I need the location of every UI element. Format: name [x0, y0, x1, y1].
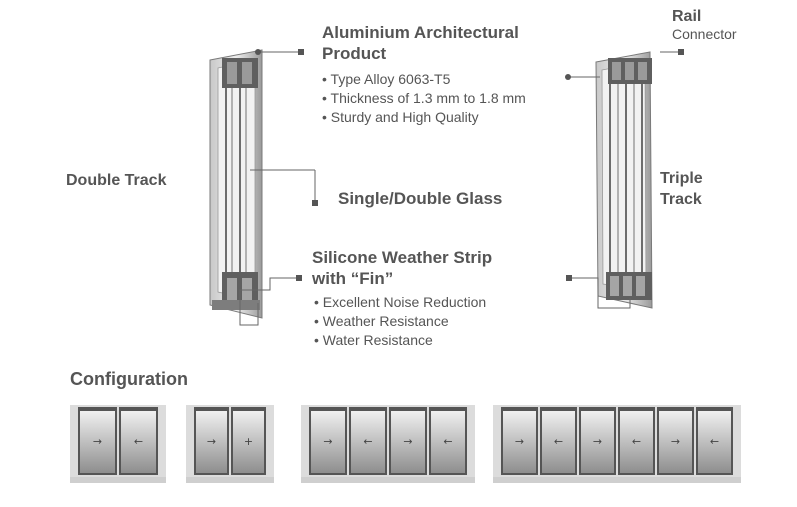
sliding-panel: →: [78, 407, 117, 475]
strip-bullet: • Excellent Noise Reduction: [314, 294, 487, 310]
panel-direction-mark: →: [206, 435, 217, 448]
weather-strip-title-line2: with “Fin”: [312, 269, 394, 288]
panel-direction-mark: ←: [443, 435, 453, 448]
triple-track-line2: Track: [660, 191, 702, 208]
triple-track-label: Triple Track: [660, 168, 703, 210]
configuration-heading: Configuration: [70, 369, 188, 389]
sliding-panel: →: [309, 407, 347, 475]
sliding-panel: ←: [429, 407, 467, 475]
triple-track-profile: [595, 51, 653, 309]
panel-direction-mark: →: [592, 435, 603, 448]
sliding-panel: →: [657, 407, 694, 475]
sliding-panel: ←: [618, 407, 655, 475]
panel-direction-mark: ←: [363, 435, 373, 448]
product-bullet: • Sturdy and High Quality: [322, 109, 479, 125]
double-track-label: Double Track: [66, 172, 167, 189]
sliding-panel: ←: [349, 407, 387, 475]
leader-lines: [239, 51, 680, 326]
sliding-panel: +: [231, 407, 266, 475]
double-track-profile: [209, 49, 263, 319]
sliding-panel: ←: [540, 407, 577, 475]
panel-direction-mark: →: [403, 435, 413, 448]
track-base: [493, 477, 741, 483]
product-title-line2: Product: [322, 44, 387, 63]
track-base: [301, 477, 475, 483]
sliding-panel: →: [501, 407, 538, 475]
weather-strip-title: Silicone Weather Strip with “Fin”: [312, 247, 492, 289]
weather-strip-title-line1: Silicone Weather Strip: [312, 248, 493, 267]
product-bullet: • Type Alloy 6063-T5: [322, 71, 451, 87]
track-base: [186, 477, 274, 483]
panel-direction-mark: ←: [133, 435, 144, 448]
panel-direction-mark: +: [243, 435, 254, 448]
strip-bullet: • Water Resistance: [314, 332, 433, 348]
sliding-panel: →: [194, 407, 229, 475]
panel-direction-mark: →: [514, 435, 525, 448]
configuration-group: → ← → ← → ←: [493, 405, 741, 483]
glass-label: Single/Double Glass: [338, 189, 503, 208]
configuration-group: →←: [70, 405, 166, 483]
configuration-group: → ← → ←: [301, 405, 475, 483]
leader-markers: [255, 49, 684, 281]
product-title: Aluminium Architectural Product: [322, 22, 519, 64]
configuration-group: →+: [186, 405, 274, 483]
panel-direction-mark: →: [323, 435, 333, 448]
rail-subtitle: Connector: [672, 26, 737, 42]
sliding-panel: ←: [696, 407, 733, 475]
product-bullet: • Thickness of 1.3 mm to 1.8 mm: [322, 90, 526, 106]
panel-direction-mark: ←: [553, 435, 564, 448]
weather-strip-bullets: • Excellent Noise Reduction • Weather Re…: [314, 293, 486, 350]
rail-title: Rail: [672, 8, 702, 25]
track-base: [70, 477, 166, 483]
sliding-panel: →: [579, 407, 616, 475]
panel-direction-mark: ←: [709, 435, 720, 448]
rail-connector-label: Rail Connector: [672, 8, 737, 42]
panel-direction-mark: →: [92, 435, 103, 448]
panel-direction-mark: →: [670, 435, 681, 448]
sliding-panel: →: [389, 407, 427, 475]
product-title-line1: Aluminium Architectural: [322, 23, 519, 42]
strip-bullet: • Weather Resistance: [314, 313, 449, 329]
panel-direction-mark: ←: [631, 435, 642, 448]
product-bullets: • Type Alloy 6063-T5 • Thickness of 1.3 …: [322, 70, 526, 127]
triple-track-line1: Triple: [660, 170, 703, 187]
sliding-panel: ←: [119, 407, 158, 475]
